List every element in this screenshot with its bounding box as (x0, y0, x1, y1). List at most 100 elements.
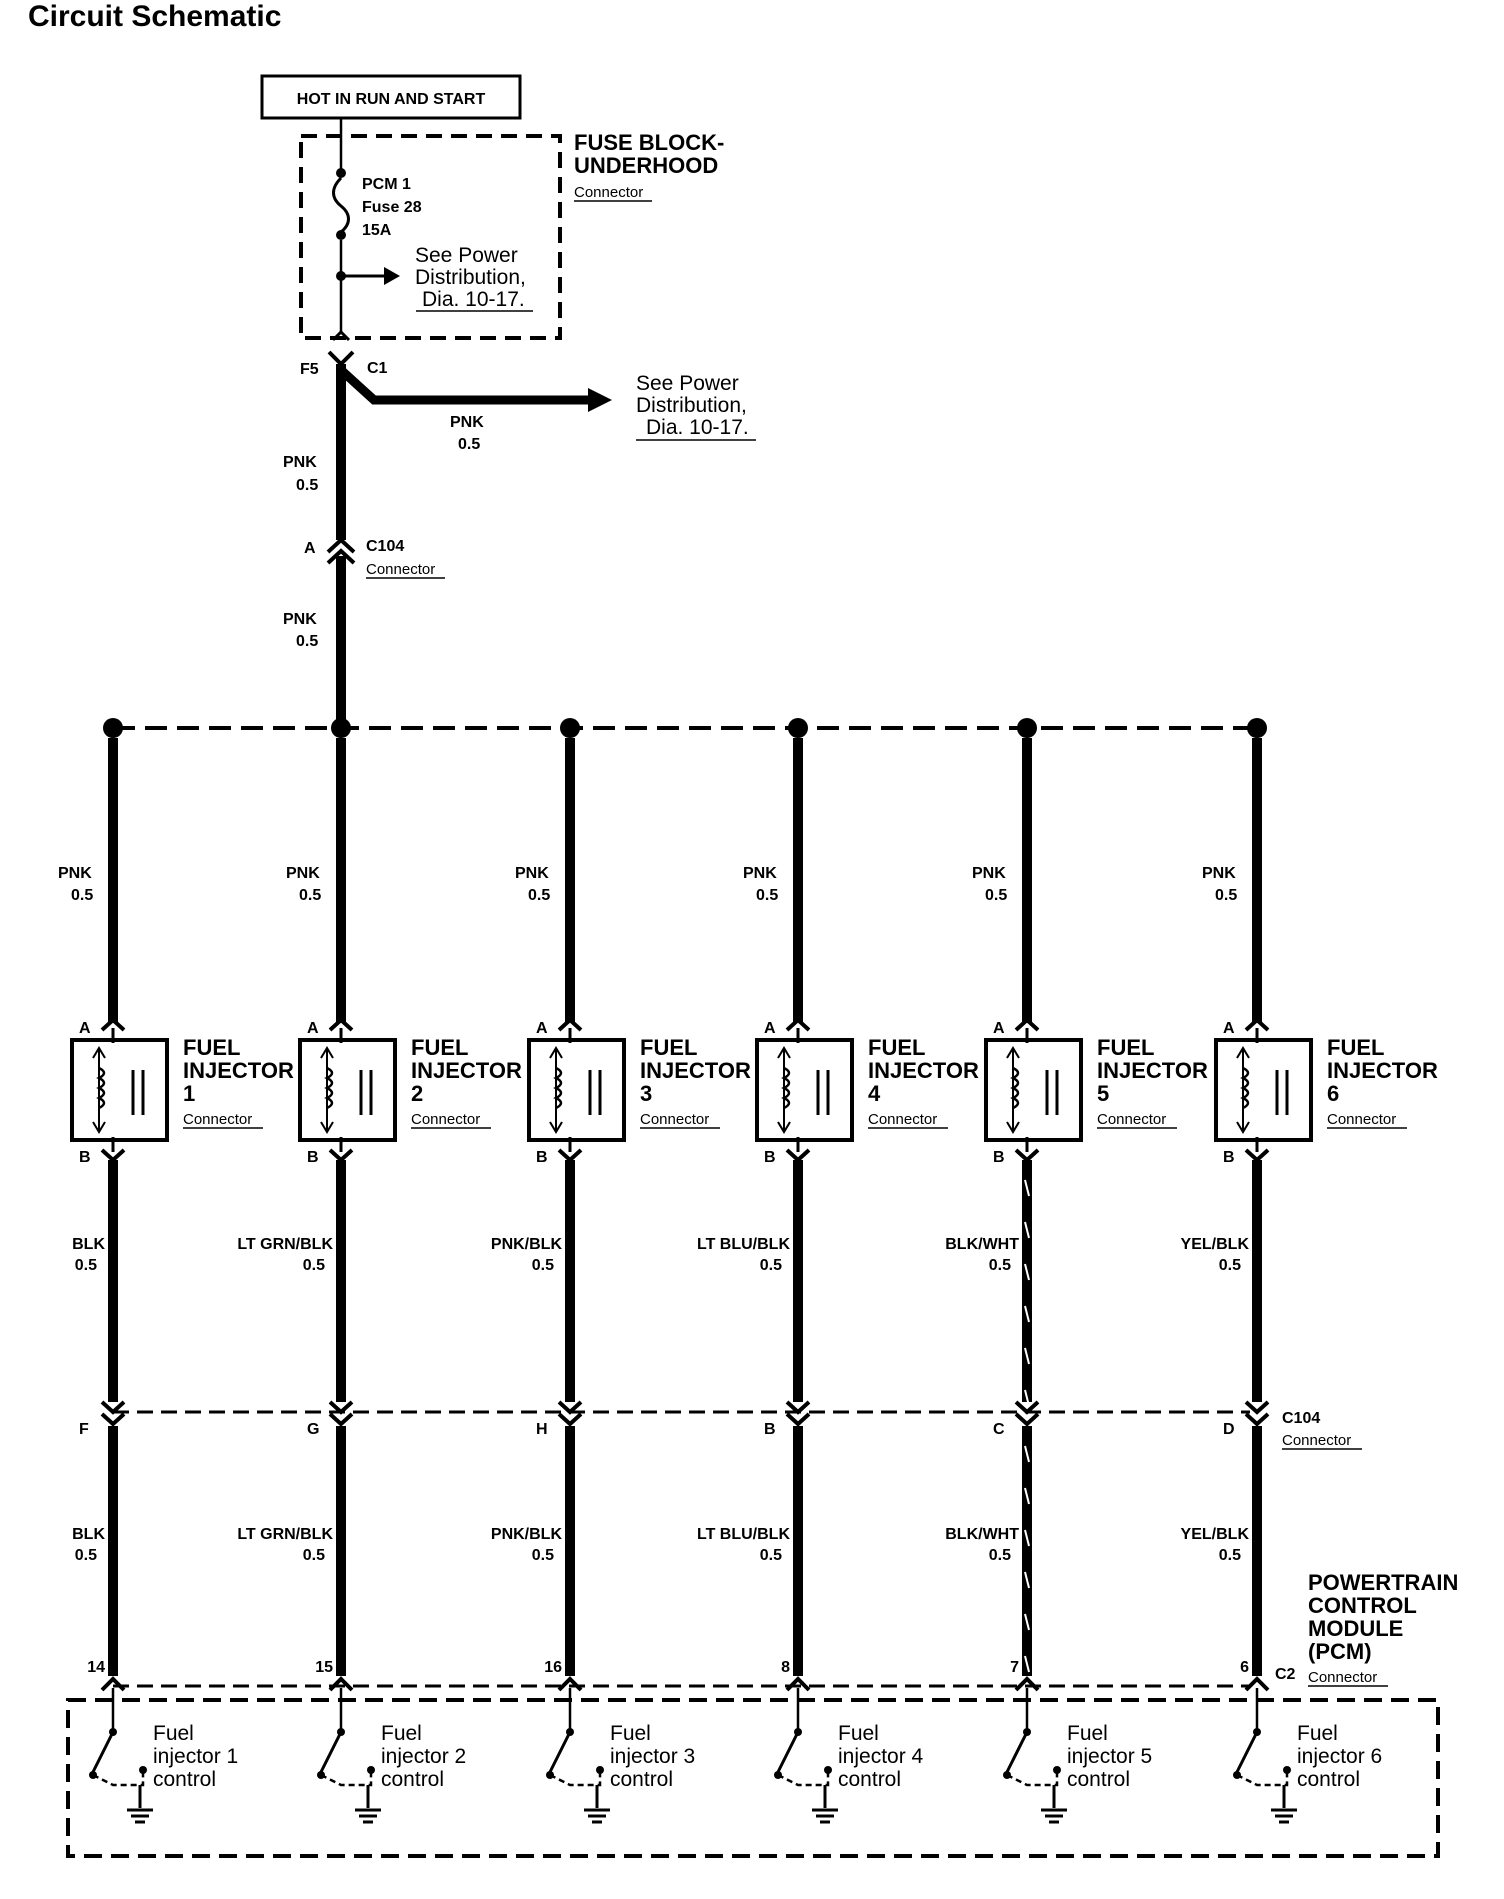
injector-3-control-size-lower: 0.5 (532, 1547, 554, 1564)
injector-3-box (527, 1038, 626, 1142)
injector-1-c104-pin: F (79, 1421, 89, 1438)
injector-5-switch-actuator (1006, 1772, 1059, 1787)
feed-c104-name: C104 (366, 538, 404, 555)
injector-2-c104-terminal-bottom-icon (328, 1412, 354, 1427)
injector-3-inner-arrow-up-icon (549, 1046, 563, 1059)
feed-upper-color: PNK (283, 454, 317, 471)
injector-1-control-size-upper: 0.5 (75, 1257, 97, 1274)
injector-3-c104-pin: H (536, 1421, 548, 1438)
injector-4-switch-arm (776, 1731, 800, 1773)
injector-2-control-size-upper: 0.5 (303, 1257, 325, 1274)
injector-5-ctrl-line-3: control (1067, 1768, 1130, 1791)
feed-c104-label: Connector (366, 561, 435, 578)
injector-1-connector-label: Connector (183, 1111, 252, 1128)
injector-3-ctrl-line-1: Fuel (610, 1722, 651, 1745)
injector-4-control-size-upper: 0.5 (760, 1257, 782, 1274)
c104-lower-name: C104 (1282, 1410, 1320, 1427)
injector-1-pin-a: A (79, 1020, 91, 1037)
injector-4-control-color-upper: LT BLU/BLK (697, 1236, 790, 1253)
pcm-name-3: MODULE (1308, 1616, 1403, 1641)
injector-5-inner-arrow-down-icon (1006, 1121, 1020, 1134)
injector-4-ctrl-line-1: Fuel (838, 1722, 879, 1745)
injector-2-supply-color: PNK (286, 865, 320, 882)
injector-2-ctrl-line-2: injector 2 (381, 1745, 466, 1768)
feed-lower-color: PNK (283, 611, 317, 628)
injector-3-coil-icon (553, 1066, 563, 1110)
injector-5-connector-label: Connector (1097, 1111, 1166, 1128)
fuse-ref-arrow-icon (384, 267, 400, 285)
fuse-name: PCM 1 (362, 176, 411, 193)
injector-1-inner-arrow-down-icon (92, 1121, 106, 1134)
injector-2-ctrl-line-3: control (381, 1768, 444, 1791)
injector-2-name-1: FUEL (411, 1035, 468, 1060)
injector-4-name-1: FUEL (868, 1035, 925, 1060)
injector-1-supply-size: 0.5 (71, 887, 93, 904)
injector-5-stripe (1024, 1655, 1030, 1673)
injector-1-name-1: FUEL (183, 1035, 240, 1060)
injector-1-ctrl-line-1: Fuel (153, 1722, 194, 1745)
injector-4-box (755, 1038, 854, 1142)
injector-3-group: PNK0.5AFUELINJECTOR3ConnectorBPNK/BLK0.5… (491, 718, 751, 1824)
injector-4-c104-terminal-top-icon (785, 1400, 811, 1415)
injector-3-name-1: FUEL (640, 1035, 697, 1060)
injector-2-inner-arrow-down-icon (320, 1121, 334, 1134)
fuse-number: Fuse 28 (362, 199, 422, 216)
fuse-rating: 15A (362, 222, 392, 239)
injector-2-pin-a-terminal-icon (328, 1017, 354, 1032)
injector-5-number: 5 (1097, 1081, 1109, 1106)
power-source-label: HOT IN RUN AND START (297, 91, 486, 108)
injector-3-ctrl-line-2: injector 3 (610, 1745, 695, 1768)
injector-3-supply-color: PNK (515, 865, 549, 882)
injector-4-c104-pin: B (764, 1421, 776, 1438)
branch-wire (337, 366, 590, 405)
page-title: Circuit Schematic (28, 0, 281, 33)
injector-1-control-color-lower: BLK (72, 1526, 105, 1543)
injector-6-pin-b: B (1223, 1149, 1235, 1166)
injector-4-ctrl-line-3: control (838, 1768, 901, 1791)
injector-6-inner-arrow-up-icon (1236, 1046, 1250, 1059)
branch-ref-line-2: Distribution, (636, 394, 747, 417)
injector-6-supply-color: PNK (1202, 865, 1236, 882)
injector-3-control-size-upper: 0.5 (532, 1257, 554, 1274)
injector-4-supply-color: PNK (743, 865, 777, 882)
injector-1-supply-color: PNK (58, 865, 92, 882)
injector-5-name-1: FUEL (1097, 1035, 1154, 1060)
injector-2-ctrl-line-1: Fuel (381, 1722, 422, 1745)
injector-1-name-2: INJECTOR (183, 1058, 294, 1083)
injector-5-stripe (1024, 1221, 1030, 1239)
injector-6-pin-a: A (1223, 1020, 1235, 1037)
injector-2-control-color-lower: LT GRN/BLK (237, 1526, 333, 1543)
fuse-ref-line-2: Distribution, (415, 266, 526, 289)
injector-6-coil-icon (1240, 1066, 1250, 1110)
injector-3-c104-terminal-top-icon (557, 1400, 583, 1415)
injector-4-pin-b: B (764, 1149, 776, 1166)
injector-4-c104-terminal-bottom-icon (785, 1412, 811, 1427)
injector-1-pcm-terminal-icon (100, 1676, 126, 1692)
injector-3-actuator-dot (596, 1766, 604, 1774)
injector-2-c104-pin: G (307, 1421, 319, 1438)
fuse-block-name-1: FUSE BLOCK- (574, 130, 724, 155)
injector-1-box (70, 1038, 169, 1142)
injector-2-control-color-upper: LT GRN/BLK (237, 1236, 333, 1253)
injector-5-group: PNK0.5AFUELINJECTOR5ConnectorBBLK/WHT0.5… (945, 718, 1208, 1824)
injector-6-switch-arm (1235, 1731, 1259, 1773)
injector-5-pin-a: A (993, 1020, 1005, 1037)
injector-5-pcm-terminal-icon (1014, 1676, 1040, 1692)
injector-3-pin-b: B (536, 1149, 548, 1166)
injector-1-ctrl-line-2: injector 1 (153, 1745, 238, 1768)
fuse-ref-line-1: See Power (415, 244, 518, 267)
pcm-connector-label: Connector (1308, 1669, 1377, 1686)
c104-lower-terminal-icon (326, 548, 356, 565)
injector-4-pcm-terminal-icon (785, 1676, 811, 1692)
injector-4-actuator-dot (824, 1766, 832, 1774)
power-source-box (260, 74, 522, 120)
injector-2-name-2: INJECTOR (411, 1058, 522, 1083)
injector-4-ctrl-line-2: injector 4 (838, 1745, 924, 1768)
branch-wire-size: 0.5 (458, 436, 480, 453)
injector-3-pcm-pin: 16 (544, 1659, 562, 1676)
injector-3-inner-arrow-down-icon (549, 1121, 563, 1134)
injector-5-box (984, 1038, 1083, 1142)
pcm-name-2: CONTROL (1308, 1593, 1417, 1618)
injector-6-actuator-dot (1283, 1766, 1291, 1774)
